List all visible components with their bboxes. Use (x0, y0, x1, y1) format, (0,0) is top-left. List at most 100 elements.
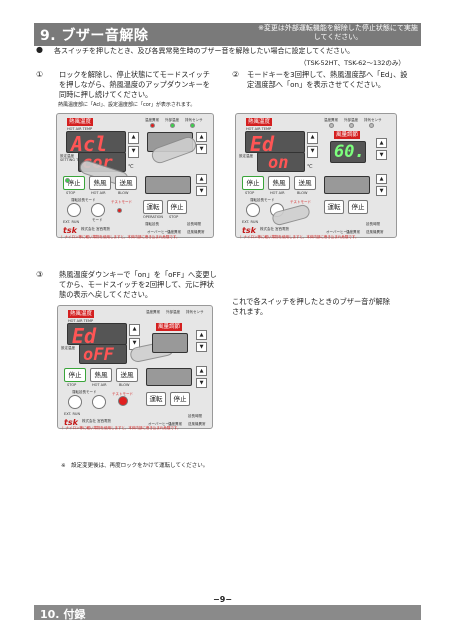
fan-down-button[interactable]: ▼ (196, 144, 207, 154)
fan-label: 風量調節 (156, 323, 183, 331)
ext-sensor-led (190, 123, 195, 128)
stop-button[interactable]: 停止 (64, 368, 86, 382)
hot-air-button[interactable]: 熱風 (268, 176, 290, 190)
step-1-text: ロックを解除し、停止状態にてモードスイッチを押しながら、熱風温度のアップダウンキ… (59, 70, 210, 99)
temp-alarm-led (329, 123, 334, 128)
fan-up-button[interactable]: ▲ (196, 132, 207, 142)
fan-up-button[interactable]: ▲ (376, 138, 387, 148)
unit-mode-label: 運転延長モード (72, 390, 97, 394)
ext-run-button[interactable] (68, 395, 82, 409)
hot-air-button[interactable]: 熱風 (90, 368, 112, 382)
fan-label: 風量調節 (334, 131, 361, 139)
stop2-button[interactable]: 停止 (170, 392, 190, 406)
page-number: −9− (213, 595, 232, 604)
misc-label-3: 延長時間 (187, 222, 201, 226)
bottom-label-2: 温度異常 (167, 230, 181, 234)
tsk-logo: tsk (242, 226, 256, 235)
timer-up-button[interactable]: ▲ (376, 174, 387, 184)
set-temp-label: 設定温度 (60, 154, 74, 158)
blow-button[interactable]: 送風 (115, 176, 137, 190)
fan-up-button[interactable]: ▲ (196, 330, 207, 340)
test-mode-label: テストモード (111, 200, 132, 204)
test-led (117, 208, 122, 213)
hot-air-temp-en: HOT AIR TEMP (246, 127, 272, 131)
hot-air-en: HOT AIR (91, 191, 106, 195)
temp-down-button[interactable]: ▼ (307, 146, 318, 158)
company-name: 株式会社 宮西電熱 (260, 227, 290, 231)
ext-run-button[interactable] (67, 203, 81, 217)
run-en: OPERATION (143, 215, 164, 219)
temp-alarm-led (150, 123, 155, 128)
timer-down-button[interactable]: ▼ (376, 186, 387, 196)
blow-button[interactable]: 送風 (116, 368, 138, 382)
hot-air-display: Ed (67, 323, 127, 348)
timer-down-button[interactable]: ▼ (196, 186, 207, 196)
unit-mode-label: 運転延長モード (71, 198, 96, 202)
test-mode-label: テストモード (290, 200, 311, 204)
blow-en: BLOW (119, 383, 130, 387)
temp-down-button[interactable]: ▼ (128, 146, 139, 158)
intro-text: 各スイッチを押したとき、及び各異常発生時のブザー音を解除したい場合に設定してくだ… (54, 47, 355, 55)
set-temp-en: SETTING TEMP (60, 158, 86, 162)
test-mode-label: テストモード (112, 392, 133, 396)
temp-up-button[interactable]: ▲ (128, 132, 139, 144)
stop2-en: STOP (169, 215, 179, 219)
record-icon (118, 396, 128, 406)
stop2-button[interactable]: 停止 (348, 200, 368, 214)
setting-change-note: ※ 設定変更後は、再度ロックをかけて運転してください。 (61, 463, 209, 469)
misc-label-3: 延長時間 (366, 222, 380, 226)
next-section-title: 10. 付録 (40, 608, 86, 621)
temp-up-button[interactable]: ▲ (307, 132, 318, 144)
ext-run-en: EXT. RUN (64, 412, 81, 416)
ext-run-en: EXT. RUN (242, 220, 259, 224)
top-label-2: 外部温度 (166, 310, 180, 314)
stop-en: STOP (66, 191, 76, 195)
mode-label: モード (92, 218, 103, 222)
timer-down-button[interactable]: ▼ (196, 378, 207, 388)
fan-down-button[interactable]: ▼ (376, 150, 387, 160)
section-title: 9. ブザー音解除 (40, 28, 149, 44)
blow-button[interactable]: 送風 (294, 176, 316, 190)
hot-air-temp-label: 熱風温度 (68, 310, 95, 318)
set-temp-label: 設定温度 (61, 346, 75, 350)
warning-text: ！ナイロン等に軽い薄物を使用しますと、本体内部に巻き込まれ危険です。 (240, 235, 359, 239)
timer-up-button[interactable]: ▲ (196, 366, 207, 376)
stop2-button[interactable]: 停止 (167, 200, 187, 214)
set-temp-display: on (257, 152, 305, 173)
fan-down-button[interactable]: ▼ (196, 342, 207, 352)
temp-up-button[interactable]: ▲ (129, 324, 140, 336)
bottom-label-2: 温度異常 (346, 230, 360, 234)
ext-cntl-led (170, 123, 175, 128)
run-button[interactable]: 運転 (143, 200, 163, 214)
warning-text: ！ナイロン等に軽い薄物を使用しますと、本体内部に巻き込まれ危険です。 (61, 235, 180, 239)
deg-unit: ℃ (307, 164, 313, 170)
step-1-note: 熱風温度部に「Acl」、設定温度部に「cor」が表示されます。 (58, 102, 196, 108)
section-header-bar (34, 23, 421, 46)
company-name: 株式会社 宮西電熱 (82, 419, 112, 423)
applicable-models: （TSK-52HT、TSK-62～132のみ） (300, 59, 405, 67)
timer-up-button[interactable]: ▲ (196, 174, 207, 184)
next-section-bar (34, 605, 421, 620)
hot-air-temp-label: 熱風温度 (246, 118, 273, 126)
top-label-2: 外部温度 (344, 118, 358, 122)
top-label-1: 温度異常 (145, 118, 159, 122)
ext-run-button[interactable] (246, 203, 260, 217)
tsk-logo: tsk (63, 226, 77, 235)
control-panel-1: 熱風温度 HOT AIR TEMP Acl 設定温度 SETTING TEMP … (56, 113, 214, 239)
bottom-label-1: オーバーヒート (148, 422, 173, 426)
fan-readout: 60. (334, 142, 365, 162)
mode-button[interactable] (92, 395, 106, 409)
set-temp-readout: on (268, 153, 289, 173)
hot-air-button[interactable]: 熱風 (89, 176, 111, 190)
run-button[interactable]: 運転 (324, 200, 344, 214)
mode-button[interactable] (91, 203, 105, 217)
run-button[interactable]: 運転 (146, 392, 166, 406)
stop-button[interactable]: 停止 (242, 176, 264, 190)
blow-en: BLOW (297, 191, 308, 195)
fan-display (152, 333, 188, 353)
tsk-logo: tsk (64, 418, 78, 427)
step-1-number: ① (36, 70, 44, 79)
ext-cntl-led (349, 123, 354, 128)
bottom-label-2: 温度異常 (168, 422, 182, 426)
top-label-1: 温度異常 (324, 118, 338, 122)
